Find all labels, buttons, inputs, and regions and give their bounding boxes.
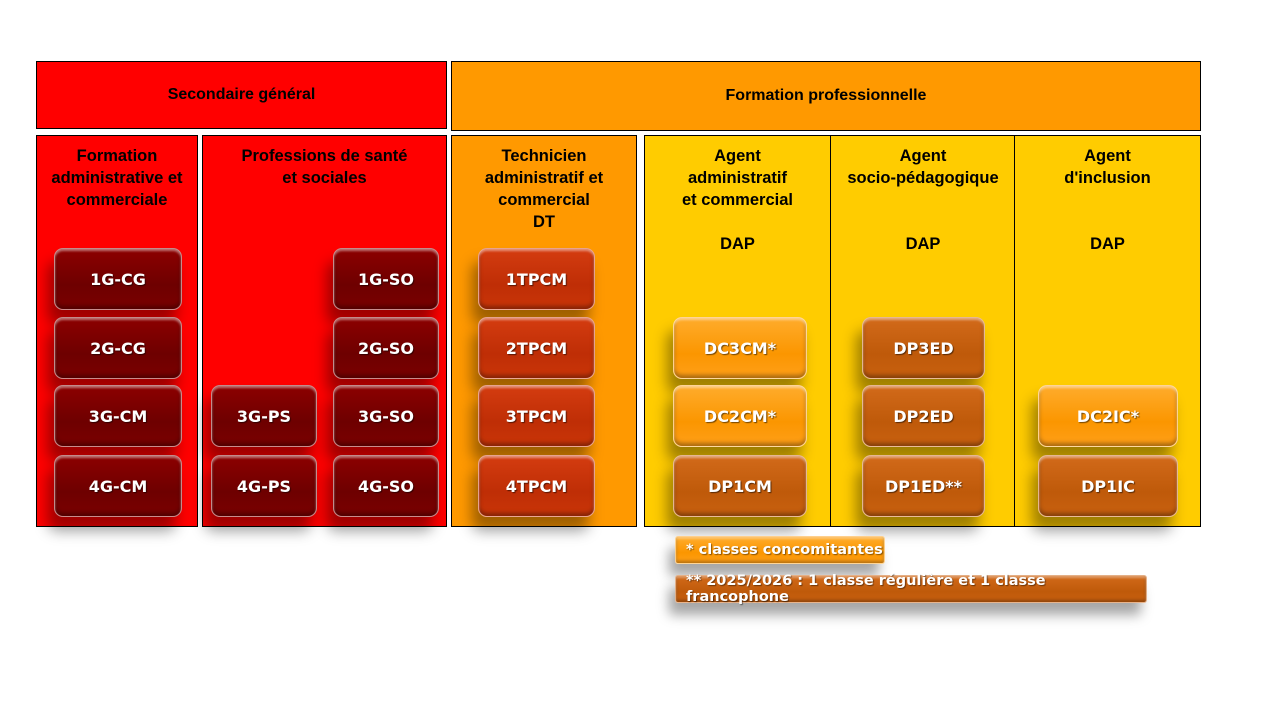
class-1g-cg[interactable]: 1G-CG <box>54 248 182 310</box>
class-4g-ps[interactable]: 4G-PS <box>211 455 317 517</box>
class-2g-cg[interactable]: 2G-CG <box>54 317 182 379</box>
class-dc3cm[interactable]: DC3CM* <box>673 317 807 379</box>
column-level: DAP <box>720 235 755 253</box>
class-4tpcm[interactable]: 4TPCM <box>478 455 595 517</box>
class-dc2cm[interactable]: DC2CM* <box>673 385 807 447</box>
note-concomitant-text: * classes concomitantes <box>686 542 883 558</box>
column-title: Agent d'inclusion <box>1064 147 1151 187</box>
class-2tpcm[interactable]: 2TPCM <box>478 317 595 379</box>
column-title: Agent administratif et commercial <box>682 147 793 209</box>
class-1g-so[interactable]: 1G-SO <box>333 248 439 310</box>
header-formation-pro-label: Formation professionnelle <box>725 87 927 104</box>
class-dp1ic[interactable]: DP1IC <box>1038 455 1178 517</box>
class-2g-so[interactable]: 2G-SO <box>333 317 439 379</box>
note-classes-concomitantes: * classes concomitantes <box>675 536 885 564</box>
header-secondaire-general: Secondaire général <box>36 61 447 129</box>
class-3g-ps[interactable]: 3G-PS <box>211 385 317 447</box>
header-formation-professionnelle: Formation professionnelle <box>451 61 1201 131</box>
note-francophone-text: ** 2025/2026 : 1 classe régulière et 1 c… <box>686 573 1046 605</box>
class-dp1ed[interactable]: DP1ED** <box>862 455 985 517</box>
column-level: DAP <box>905 235 941 253</box>
class-4g-cm[interactable]: 4G-CM <box>54 455 182 517</box>
note-classe-francophone: ** 2025/2026 : 1 classe régulière et 1 c… <box>675 573 1147 605</box>
header-secondaire-label: Secondaire général <box>167 86 316 103</box>
class-dc2ic[interactable]: DC2IC* <box>1038 385 1178 447</box>
class-3g-cm[interactable]: 3G-CM <box>54 385 182 447</box>
class-dp2ed[interactable]: DP2ED <box>862 385 985 447</box>
class-1tpcm[interactable]: 1TPCM <box>478 248 595 310</box>
class-4g-so[interactable]: 4G-SO <box>333 455 439 517</box>
column-title: Formation administrative et commerciale <box>51 147 183 209</box>
class-dp3ed[interactable]: DP3ED <box>862 317 985 379</box>
class-3tpcm[interactable]: 3TPCM <box>478 385 595 447</box>
column-title: Technicien administratif et commercial D… <box>484 147 604 231</box>
class-dp1cm[interactable]: DP1CM <box>673 455 807 517</box>
column-title: Agent socio-pédagogique <box>847 147 999 187</box>
column-title: Professions de santé et sociales <box>241 147 408 187</box>
column-level: DAP <box>1090 235 1125 253</box>
class-3g-so[interactable]: 3G-SO <box>333 385 439 447</box>
